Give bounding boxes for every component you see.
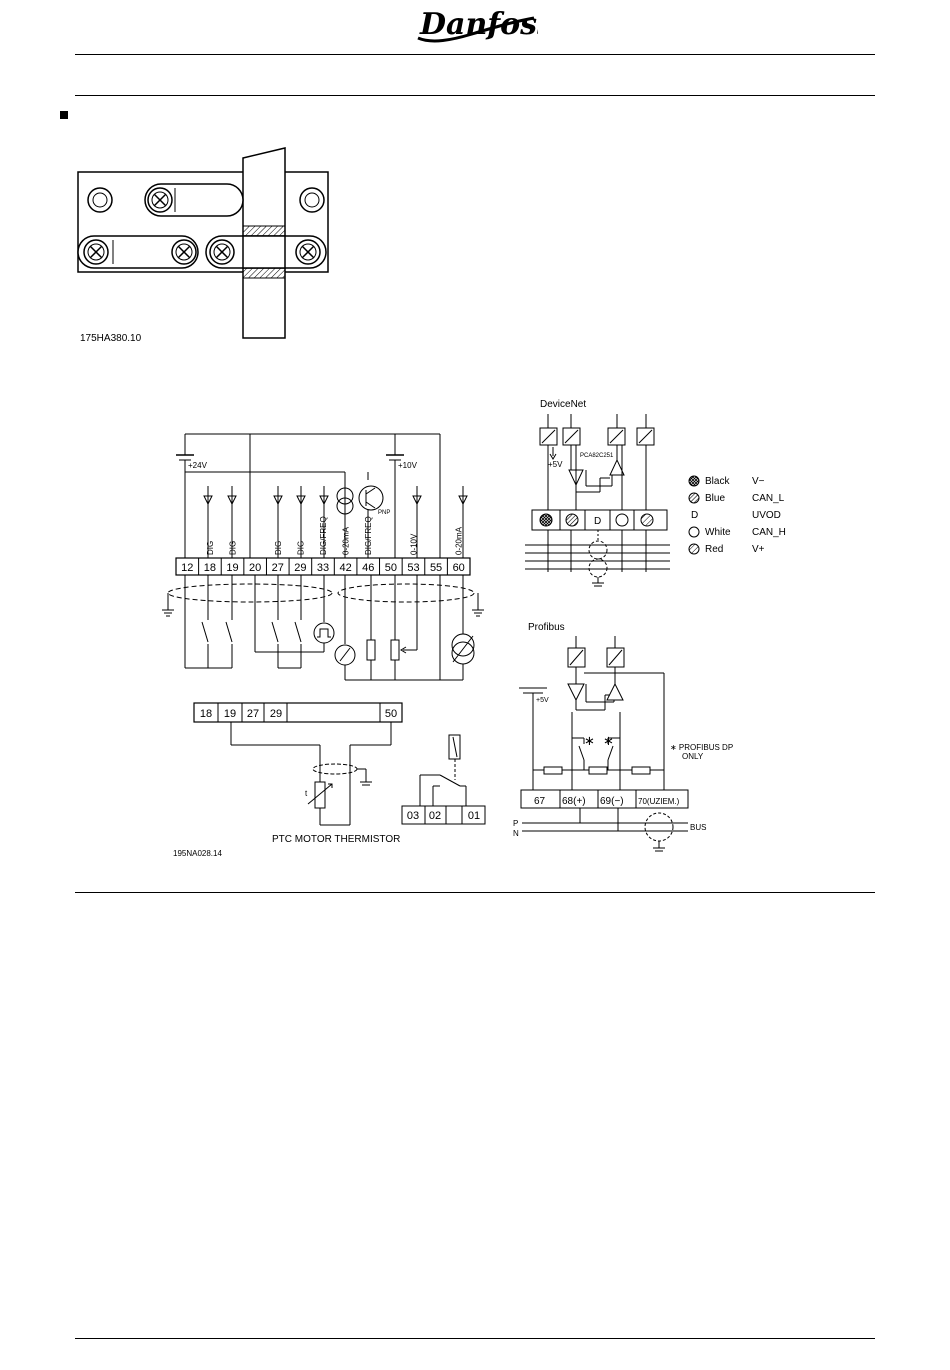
figure1-code: 175HA380.10 [80, 333, 142, 344]
terminal-20: 20 [249, 562, 261, 574]
devicenet-supply: +5V [548, 460, 563, 469]
pnp-label: PNP [378, 510, 390, 516]
footer-rule [75, 1338, 875, 1339]
legend-white: White [705, 527, 731, 538]
control-wiring [176, 433, 468, 560]
relay-terminal-01: 01 [468, 810, 480, 822]
profibus-terminal-68: 68(+) [562, 796, 586, 807]
terminal-29: 29 [294, 562, 306, 574]
legend-black-signal: V− [752, 476, 765, 487]
terminal-42: 42 [339, 562, 351, 574]
relay-drawing [401, 734, 486, 825]
profibus-terminal-67: 67 [534, 796, 546, 807]
devicenet-drawing [525, 414, 670, 587]
legend-red-signal: V+ [752, 544, 765, 555]
thermistor-terminal-27: 27 [247, 708, 259, 720]
terminal-18: 18 [204, 562, 216, 574]
terminal-53: 53 [407, 562, 419, 574]
legend-black: Black [705, 476, 730, 487]
figure2-code: 195NA028.14 [173, 849, 222, 858]
terminal-55: 55 [430, 562, 442, 574]
danfoss-logo: Danfoss [412, 4, 538, 46]
legend-d: D [691, 510, 698, 521]
section-bullet [60, 111, 68, 119]
terminal-12: 12 [181, 562, 193, 574]
control-terminal-block: 12 18 19 20 27 29 33 42 46 50 53 55 60 [175, 557, 471, 576]
terminal-33: 33 [317, 562, 329, 574]
logo-text: Danfoss [419, 7, 538, 42]
legend-white-signal: CAN_H [752, 527, 786, 538]
vertical-label-18: DIG [206, 541, 215, 555]
vertical-label-33: DIG/FREQ [319, 516, 328, 555]
terminal-50: 50 [385, 562, 397, 574]
terminal-19: 19 [226, 562, 238, 574]
header-rule-bottom [75, 95, 875, 96]
thermistor-terminal-19: 19 [224, 708, 236, 720]
profibus-terminal-69: 69(−) [600, 796, 624, 807]
devicenet-chip: PCA82C251 [580, 453, 614, 459]
legend-red: Red [705, 544, 723, 555]
vertical-label-19: DIG [229, 541, 238, 555]
profibus-bus: BUS [690, 823, 706, 832]
vertical-label-60: 0-20mA [455, 526, 464, 555]
profibus-n: N [513, 829, 519, 838]
vertical-label-46: DIG/FREQ [364, 516, 373, 555]
vertical-label-42: 0-20mA [342, 526, 351, 555]
devicenet-title: DeviceNet [540, 399, 586, 410]
thermistor-t-symbol: t [305, 789, 308, 798]
profibus-note-2: ONLY [682, 752, 704, 761]
legend-d-signal: UVOD [752, 510, 781, 521]
vertical-label-27: DIG [274, 541, 283, 555]
thermistor-terminal-50: 50 [385, 708, 397, 720]
devicenet-center: D [594, 516, 601, 527]
profibus-drawing [519, 636, 689, 852]
profibus-supply: +5V [536, 697, 549, 704]
terminal-46: 46 [362, 562, 374, 574]
figure-rule [75, 892, 875, 893]
profibus-asterisk-1: ∗ [584, 733, 595, 748]
legend-blue-signal: CAN_L [752, 493, 785, 504]
vertical-label-53: 0-10V [409, 533, 418, 555]
header-rule-top [75, 54, 875, 55]
legend-blue: Blue [705, 493, 725, 504]
terminal-27: 27 [272, 562, 284, 574]
profibus-title: Profibus [528, 622, 565, 633]
supply-10v-label: +10V [398, 461, 418, 470]
profibus-asterisk-2: ∗ [603, 733, 614, 748]
devicenet-legend [688, 475, 700, 555]
thermistor-terminal-18: 18 [200, 708, 212, 720]
vertical-label-29: DIG [296, 541, 305, 555]
relay-terminal-02: 02 [429, 810, 441, 822]
thermistor-label: PTC MOTOR THERMISTOR [272, 834, 400, 845]
thermistor-wiring [230, 722, 392, 826]
thermistor-terminal-29: 29 [270, 708, 282, 720]
relay-terminal-03: 03 [407, 810, 419, 822]
cable-clamp-figure [77, 147, 329, 339]
terminal-60: 60 [453, 562, 465, 574]
thermistor-terminal-block [193, 702, 403, 723]
profibus-note: ∗ PROFIBUS DP [670, 743, 733, 752]
control-field-wiring [162, 575, 484, 681]
profibus-p: P [513, 819, 518, 828]
supply-24v-label: +24V [188, 461, 208, 470]
profibus-terminal-70: 70(UZIEM.) [638, 797, 680, 806]
